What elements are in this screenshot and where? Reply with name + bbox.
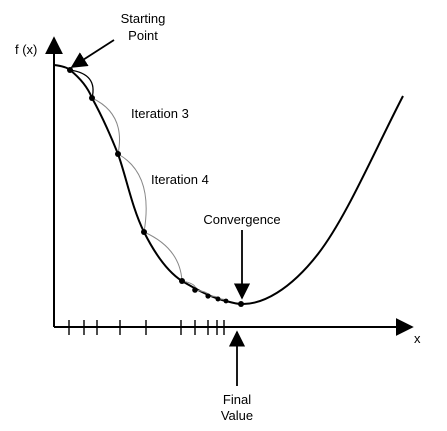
iteration-chord-4 bbox=[143, 231, 183, 282]
starting-point-label-line2: Point bbox=[128, 28, 158, 43]
starting-point-arrow bbox=[70, 39, 115, 68]
iteration4-label: Iteration 4 bbox=[151, 172, 209, 187]
iteration3-label: Iteration 3 bbox=[131, 106, 189, 121]
iteration-chord-1 bbox=[69, 69, 94, 99]
iteration-point bbox=[223, 298, 229, 304]
iteration-chord-2 bbox=[91, 97, 120, 155]
iteration-point bbox=[67, 67, 73, 73]
iteration-point bbox=[205, 293, 211, 299]
final-value-label-line1: Final bbox=[223, 392, 251, 407]
starting-point-label-line1: Starting bbox=[121, 11, 166, 26]
iteration-point bbox=[192, 287, 198, 293]
iteration-point bbox=[179, 278, 185, 284]
iteration-point bbox=[89, 95, 95, 101]
convergence-label: Convergence bbox=[203, 212, 280, 227]
function-curve bbox=[53, 64, 404, 306]
y-axis-label: f (x) bbox=[15, 42, 37, 57]
convergence-point bbox=[238, 301, 244, 307]
x-axis-ticks bbox=[68, 320, 225, 335]
iteration-point bbox=[115, 151, 121, 157]
final-value-label-line2: Value bbox=[221, 408, 253, 423]
x-axis-label: x bbox=[414, 331, 421, 346]
iteration-point bbox=[215, 296, 221, 302]
iteration-chord-3 bbox=[117, 153, 147, 233]
iteration-points bbox=[67, 67, 244, 307]
iteration-point bbox=[141, 229, 147, 235]
